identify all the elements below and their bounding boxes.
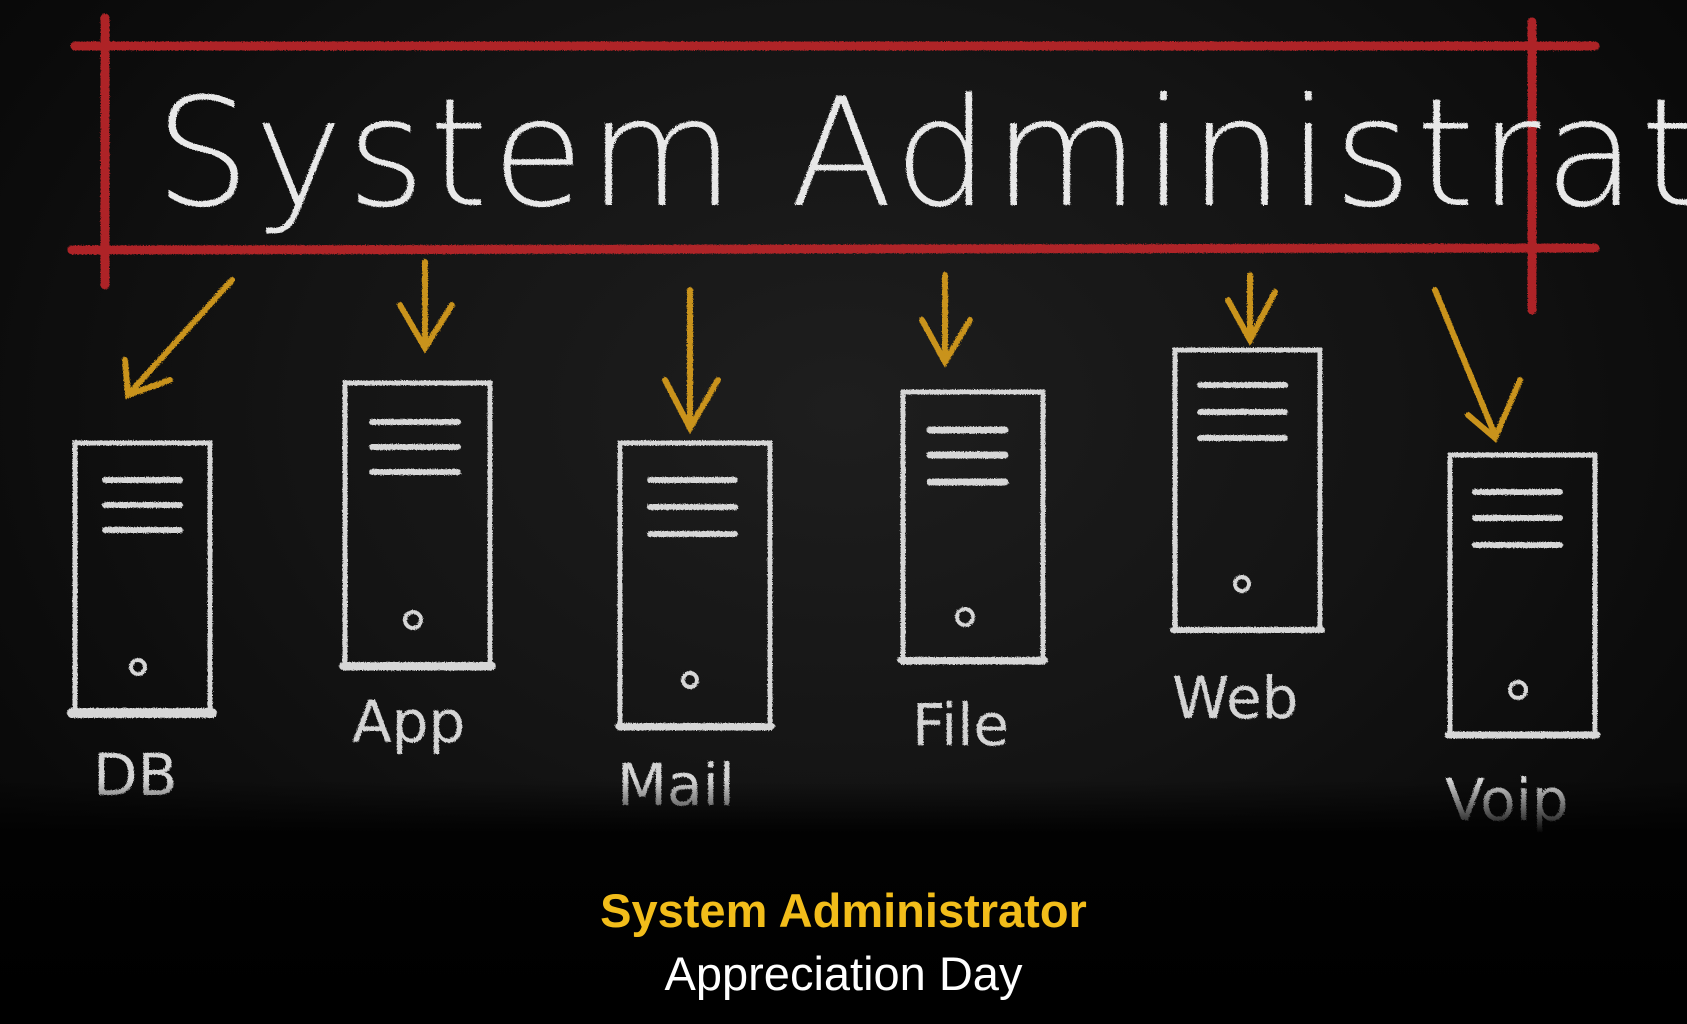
server-label-web: Web	[1172, 664, 1298, 732]
server-icon	[897, 389, 1048, 665]
arrow-down-icon	[662, 287, 721, 435]
bottom-fade	[0, 780, 1687, 1024]
red-frame	[67, 13, 1600, 315]
server-icon	[339, 380, 496, 671]
servers	[67, 347, 1601, 739]
caption-title: System Administrator	[600, 884, 1087, 937]
server-label-file: File	[912, 691, 1009, 759]
server-icon	[67, 440, 217, 718]
arrow-down-icon	[122, 277, 235, 400]
arrow-down-icon	[919, 272, 973, 369]
arrow-down-icon	[397, 259, 455, 354]
arrows	[122, 259, 1523, 443]
server-icon	[1444, 452, 1601, 739]
server-label-app: App	[352, 688, 465, 756]
server-icon	[1170, 347, 1325, 633]
arrow-down-icon	[1225, 272, 1278, 347]
arrow-down-icon	[1432, 287, 1523, 443]
chalkboard-heading: System Administrator	[155, 67, 1687, 241]
server-icon	[615, 440, 775, 731]
caption-subtitle: Appreciation Day	[664, 947, 1023, 1000]
